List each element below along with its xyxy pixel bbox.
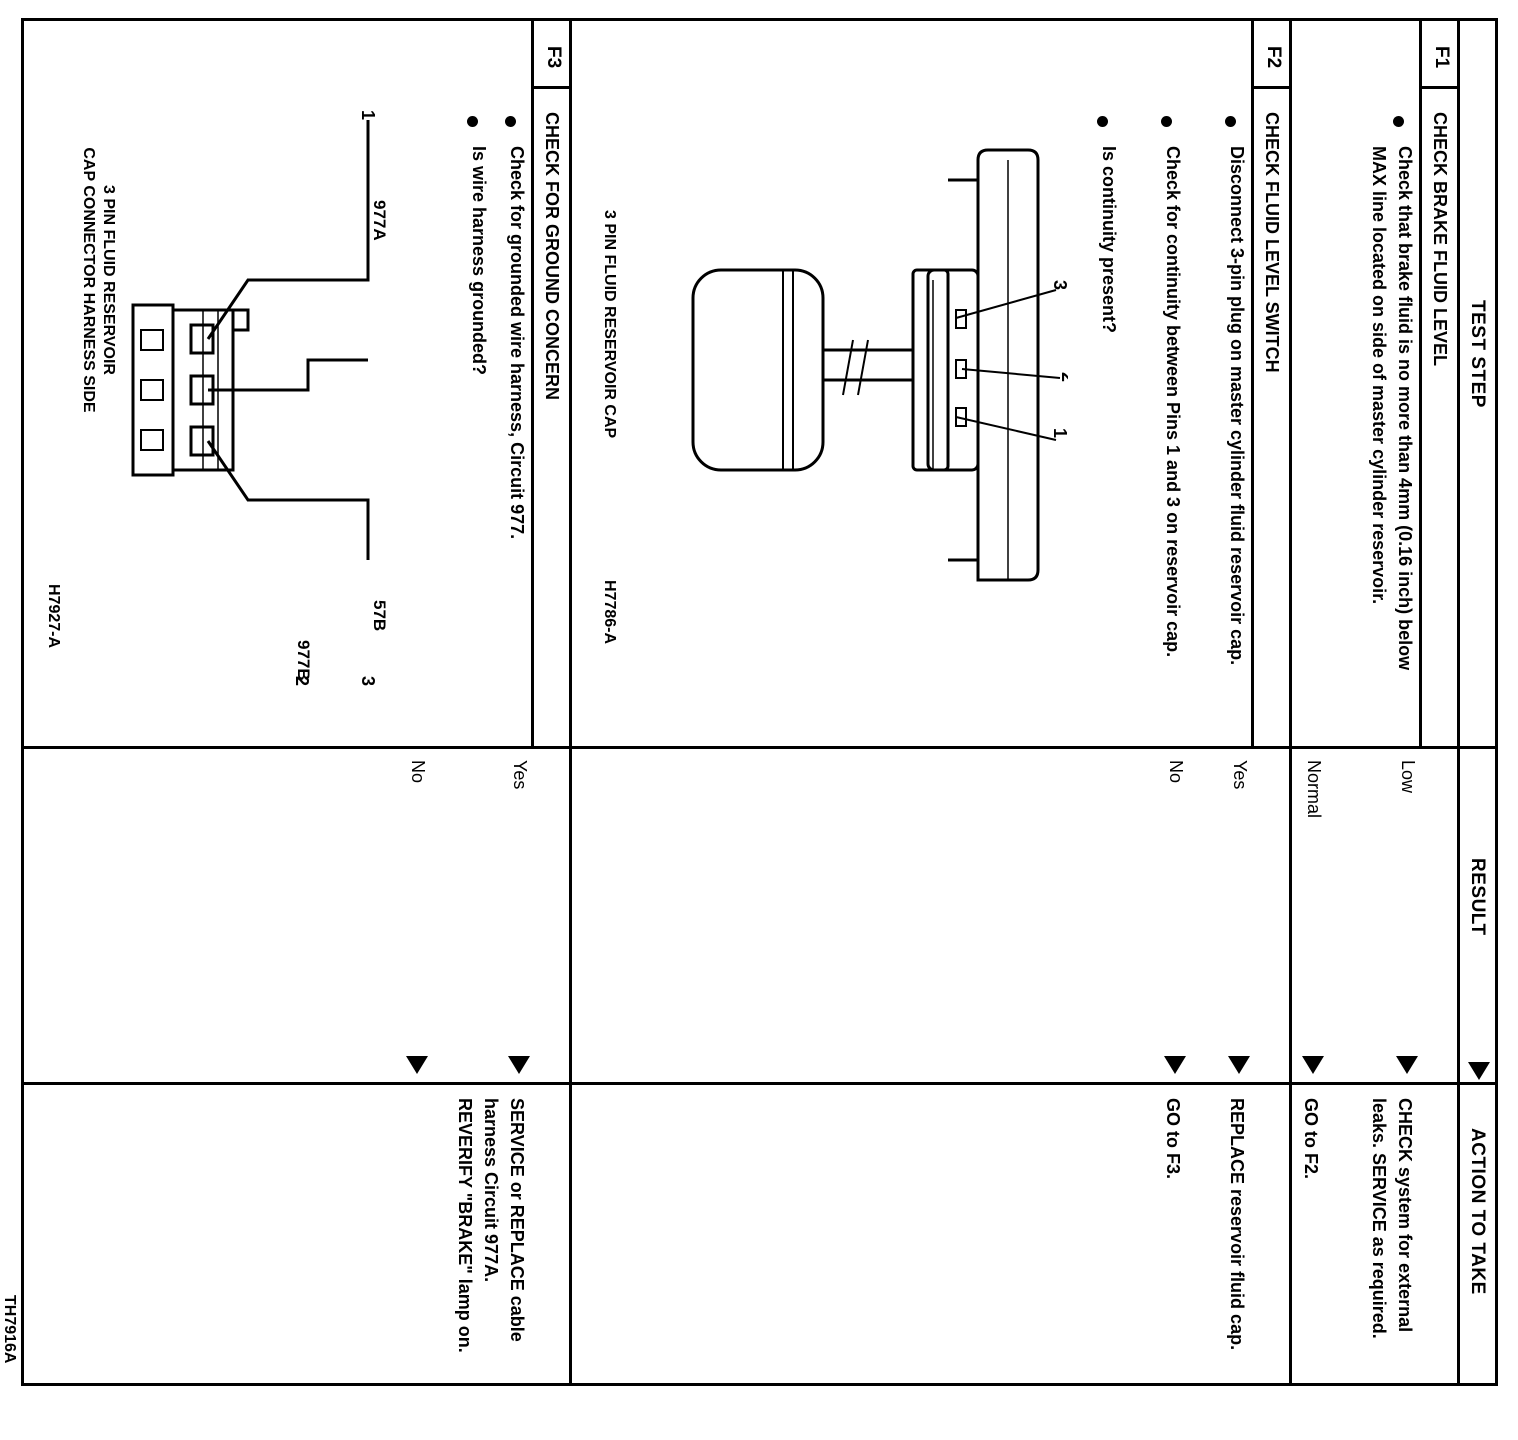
f3-action-yes: SERVICE or REPLACE cable harness Circuit…: [455, 1098, 527, 1353]
f2-result-yes: Yes: [1230, 760, 1250, 790]
f2-figure-code: H7786-A: [601, 580, 618, 645]
row-separator-f1-f2: [1289, 18, 1292, 1386]
wire-label-57b: 57B: [370, 600, 388, 631]
step-title-f2: CHECK FLUID LEVEL SWITCH: [1262, 112, 1282, 373]
f2-action-yes: REPLACE reservoir fluid cap.: [1227, 1098, 1247, 1351]
harness-connector-diagram: 977A 977B 57B 1 2 3: [131, 110, 388, 686]
column-separator-action: [21, 1082, 1498, 1085]
f3-figure-code: H7927-A: [45, 584, 62, 649]
step-title-f3: CHECK FOR GROUND CONCERN: [542, 112, 562, 400]
f2-arrow-no-icon: [1164, 1056, 1186, 1074]
f3-bullet-2: Is wire harness grounded?: [469, 146, 489, 376]
header-action: ACTION TO TAKE: [1467, 1128, 1488, 1295]
f1-result-normal: Normal: [1304, 760, 1324, 819]
f2-result-no: No: [1166, 760, 1186, 784]
f3-id-divider: [532, 86, 572, 89]
f1-action-low: CHECK system for external leaks. SERVICE…: [1369, 1098, 1415, 1339]
f3-caption-line-1: 3 PIN FLUID RESERVOIR: [100, 185, 117, 375]
footer-code: TH7916A: [1, 1295, 18, 1364]
f3-figure-caption: 3 PIN FLUID RESERVOIR CAP CONNECTOR HARN…: [78, 120, 118, 440]
row-separator-f2-f3: [569, 18, 572, 1386]
header-arrow-icon: [1468, 1062, 1490, 1080]
bullet-icon: [505, 116, 516, 127]
column-separator-result: [21, 746, 1498, 749]
reservoir-cap-diagram: 1 2 3: [691, 148, 1068, 582]
f3-result-yes: Yes: [510, 760, 530, 790]
f1-id-underline: [1419, 18, 1422, 746]
f1-bullet-1: Check that brake fluid is no more than 4…: [1369, 146, 1415, 671]
bullet-icon: [1393, 116, 1404, 127]
f2-bullet-2: Check for continuity between Pins 1 and …: [1163, 146, 1183, 658]
wire-label-977b: 977B: [294, 640, 313, 681]
f1-result-low: Low: [1398, 760, 1418, 794]
f2-figure-caption: 3 PIN FLUID RESERVOIR CAP: [601, 210, 618, 439]
f2-action-no: GO to F3.: [1163, 1098, 1183, 1179]
step-id-f1: F1: [1431, 46, 1452, 69]
step-title-f1: CHECK BRAKE FLUID LEVEL: [1430, 112, 1450, 367]
step-id-f3: F3: [543, 46, 564, 69]
wire-label-977a: 977A: [370, 200, 388, 241]
table-right-border: [21, 1383, 1498, 1386]
f3-arrow-yes-icon: [508, 1056, 530, 1074]
f3-result-no: No: [408, 760, 428, 784]
f3-bullet-1: Check for grounded wire harness, Circuit…: [507, 146, 527, 540]
f2-arrow-yes-icon: [1228, 1056, 1250, 1074]
step-id-f2: F2: [1263, 46, 1284, 69]
header-result: RESULT: [1467, 858, 1488, 936]
f3-arrow-no-icon: [406, 1056, 428, 1074]
bullet-icon: [467, 116, 478, 127]
f3-id-underline: [531, 18, 534, 746]
harness-pin-label-2: 2: [292, 676, 312, 686]
harness-pin-label-1: 1: [358, 110, 378, 120]
table-bottom-border: [21, 18, 24, 1386]
header-test-step: TEST STEP: [1467, 300, 1488, 408]
bullet-icon: [1225, 116, 1236, 127]
f1-id-divider: [1420, 86, 1460, 89]
f1-arrow-low-icon: [1396, 1056, 1418, 1074]
cap-pin-label-1: 1: [1050, 428, 1068, 438]
cap-pin-label-2: 2: [1058, 372, 1068, 382]
f2-id-underline: [1251, 18, 1254, 746]
bullet-icon: [1161, 116, 1172, 127]
harness-pin-label-3: 3: [358, 676, 378, 686]
f2-bullet-1: Disconnect 3-pin plug on master cylinder…: [1227, 146, 1247, 666]
f1-action-normal: GO to F2.: [1301, 1098, 1321, 1179]
table-left-border: [21, 18, 1498, 21]
table-top-border: [1495, 18, 1498, 1386]
cap-pin-label-3: 3: [1050, 280, 1068, 290]
f2-id-divider: [1252, 86, 1292, 89]
bullet-icon: [1097, 116, 1108, 127]
f2-bullet-3: Is continuity present?: [1099, 146, 1119, 334]
f3-caption-line-2: CAP CONNECTOR HARNESS SIDE: [80, 147, 97, 413]
f1-arrow-normal-icon: [1302, 1056, 1324, 1074]
header-separator: [1457, 18, 1460, 1386]
